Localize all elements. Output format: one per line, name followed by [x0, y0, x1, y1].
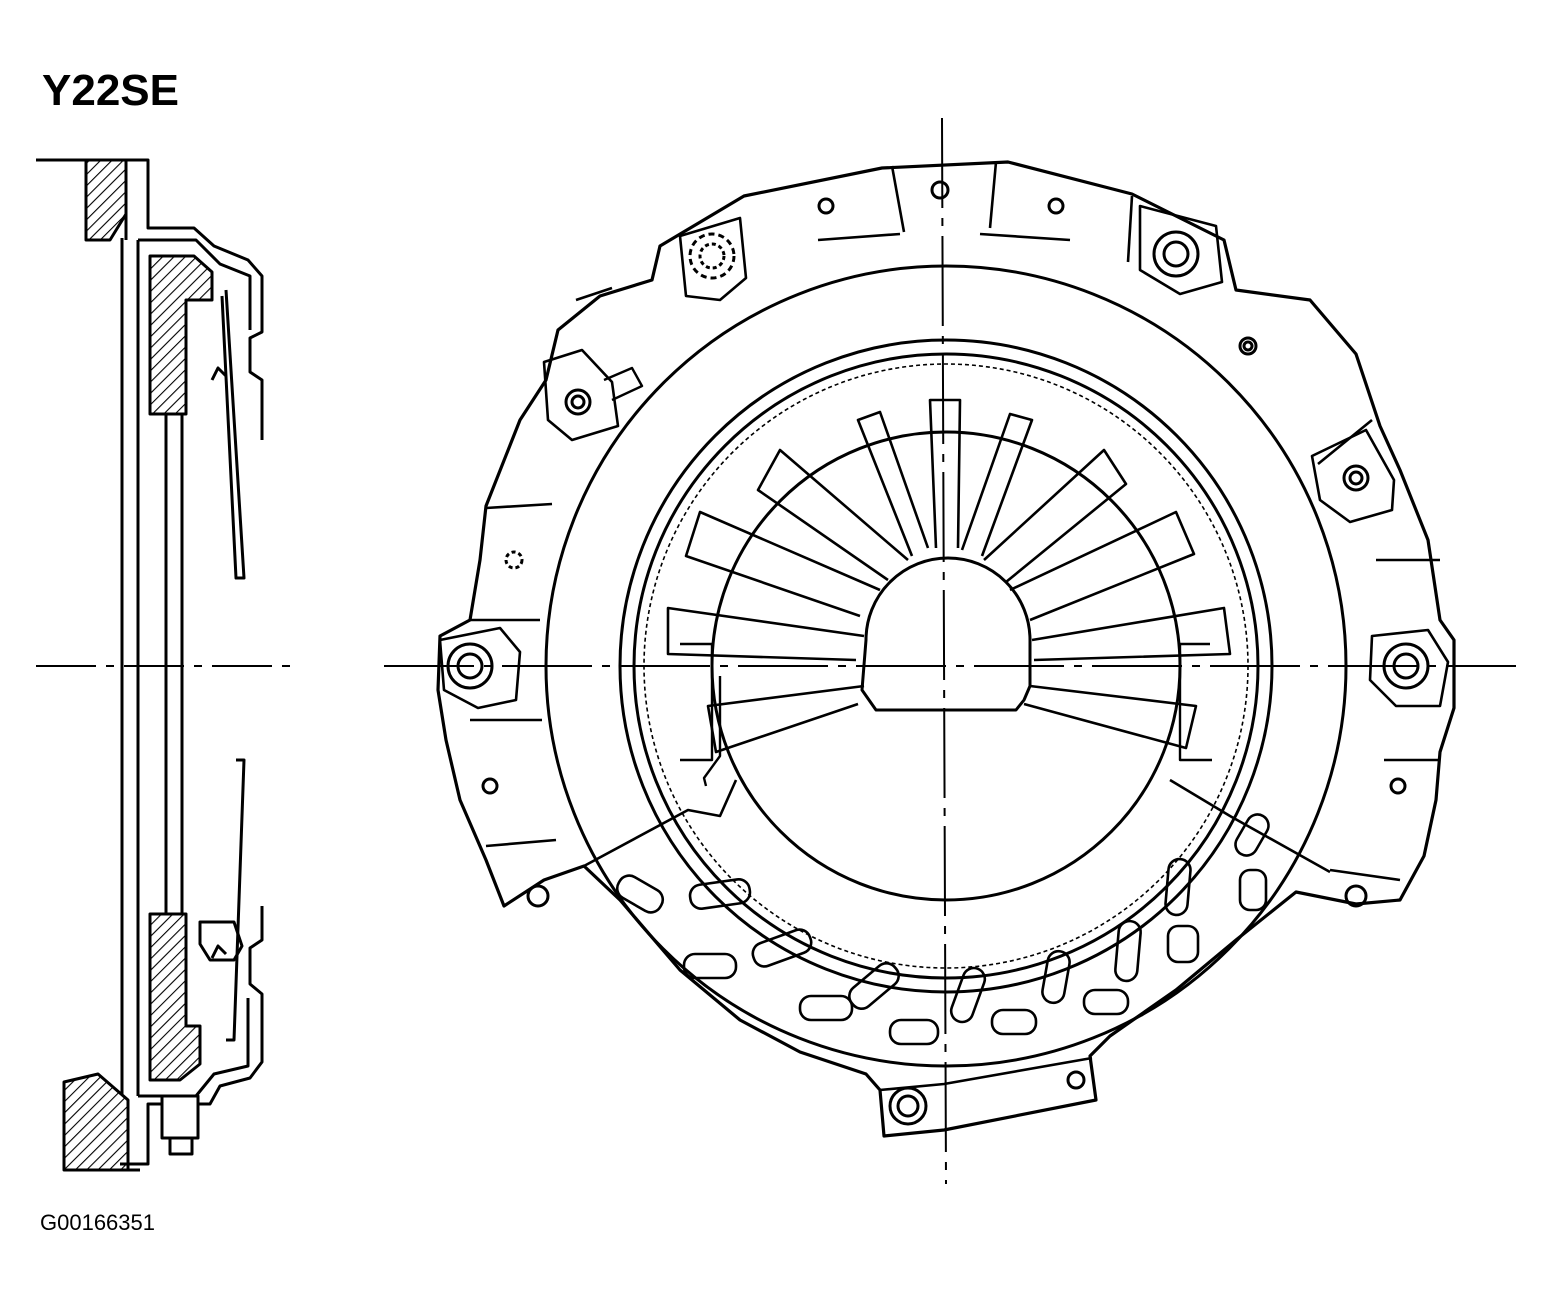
- retaining-bolt: [160, 1094, 200, 1140]
- flywheel-hatch-bottom: [62, 1072, 130, 1172]
- pressure-plate-hatch-bottom: [148, 912, 202, 1082]
- window-left: [680, 642, 714, 762]
- front-centerline-vertical: [941, 117, 947, 1185]
- figure-id: G00166351: [40, 1210, 155, 1235]
- strap-top-right: [1138, 204, 1224, 296]
- strap-left-lug: [438, 626, 522, 710]
- strap-top-left: [542, 348, 620, 442]
- hub-opening: [860, 556, 1032, 712]
- diaphragm-fingers: [666, 398, 1232, 754]
- engine-code-title: Y22SE: [42, 66, 179, 115]
- strap-right-lug: [1368, 628, 1450, 708]
- front-view: [384, 117, 1516, 1185]
- strap-top-left-2: [678, 216, 748, 302]
- side-section-view: [36, 158, 296, 1172]
- strap-right: [1310, 428, 1396, 524]
- cover-slots: [615, 813, 1270, 1046]
- cover-profile: [126, 158, 264, 440]
- cover-hole: [930, 180, 950, 200]
- window-right: [1178, 642, 1212, 762]
- cover-outline: [436, 160, 1456, 1138]
- cover-ribs: [470, 161, 1440, 882]
- flywheel-hatch-top: [84, 158, 128, 242]
- pressure-plate-hatch-top: [148, 254, 214, 416]
